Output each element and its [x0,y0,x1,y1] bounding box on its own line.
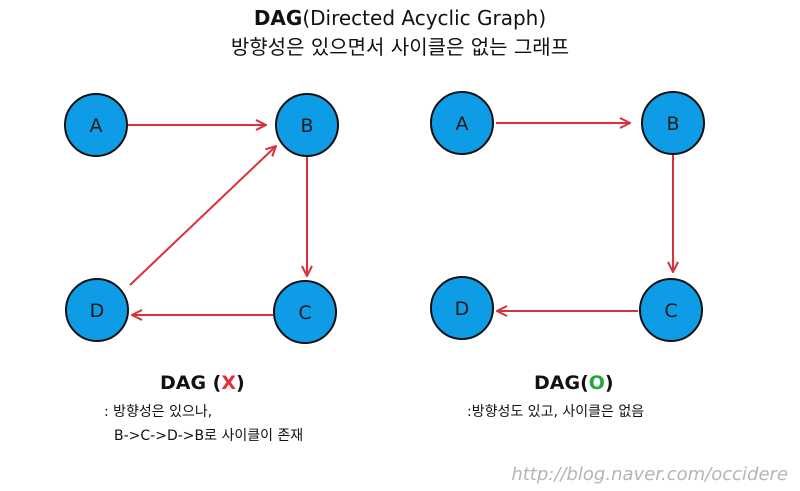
node-left-a-label: A [90,115,103,137]
diagram-title: DAG(Directed Acyclic Graph) 방향성은 있으면서 사이… [0,4,800,62]
right-desc-line1: :방향성도 있고, 사이클은 없음 [467,404,645,420]
node-left-d: D [65,278,129,342]
title-line: DAG(Directed Acyclic Graph) [0,4,800,32]
node-left-b: B [275,93,339,157]
left-caption: DAG (X) [160,372,245,394]
right-caption-mark: O [588,372,605,394]
node-left-a: A [64,93,128,157]
edge-left-d-b [129,146,276,286]
node-right-c: C [639,278,703,342]
right-caption: DAG(O) [534,372,614,394]
node-right-d-label: D [455,298,470,320]
node-right-d: D [430,276,494,340]
left-desc-line1: : 방향성은 있으나, [104,404,213,420]
right-caption-prefix: DAG( [534,372,589,394]
node-right-a-label: A [456,113,469,135]
left-desc-line2: B->C->D->B로 사이클이 존재 [114,428,304,444]
subtitle: 방향성은 있으면서 사이클은 없는 그래프 [230,35,570,59]
node-left-d-label: D [90,300,105,322]
left-caption-suffix: ) [236,372,245,394]
right-description: :방향성도 있고, 사이클은 없음 [467,400,644,424]
node-right-b: B [641,91,705,155]
right-caption-suffix: ) [604,372,614,394]
blog-watermark: http://blog.naver.com/occidere [511,464,788,485]
node-left-c: C [273,280,337,344]
left-description: : 방향성은 있으나, B->C->D->B로 사이클이 존재 [104,400,303,448]
node-right-a: A [430,91,494,155]
node-right-b-label: B [666,113,679,135]
node-left-c-label: C [298,302,311,324]
node-right-c-label: C [664,300,677,322]
node-left-b-label: B [300,115,313,137]
title-bold: DAG [253,6,303,30]
left-caption-prefix: DAG ( [160,372,222,394]
left-caption-mark: X [221,372,237,394]
title-rest: (Directed Acyclic Graph) [302,6,547,30]
